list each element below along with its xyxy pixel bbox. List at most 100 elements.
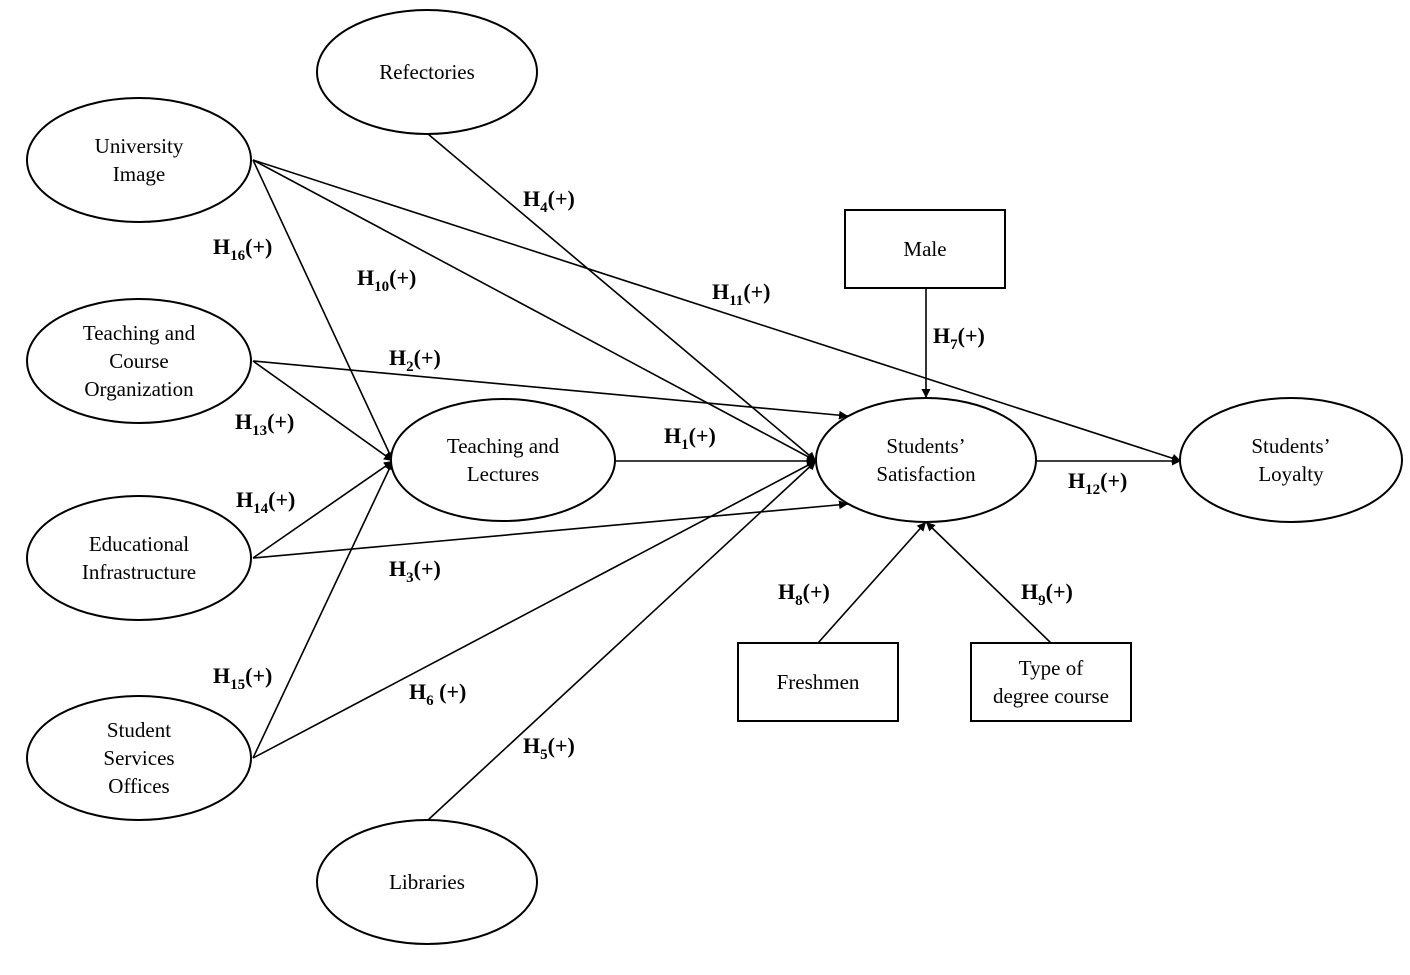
edge-label-h8: H8(+) bbox=[778, 579, 830, 609]
node-freshmen: Freshmen bbox=[737, 642, 899, 722]
node-libraries: Libraries bbox=[316, 819, 538, 945]
edge-h4-arrow bbox=[427, 133, 817, 462]
node-refectories-label-line: Refectories bbox=[379, 60, 475, 84]
hypothesis-letter: H bbox=[357, 265, 374, 290]
hypothesis-letter: H bbox=[389, 345, 406, 370]
edge-h14-arrow bbox=[252, 460, 394, 559]
node-teach-lect-ellipse bbox=[390, 398, 616, 522]
node-satisfaction: Students’ Satisfaction bbox=[815, 397, 1037, 523]
node-edu-infra-label-line: Educational bbox=[89, 532, 189, 556]
edge-label-h2: H2(+) bbox=[389, 345, 441, 375]
hypothesis-sign: (+) bbox=[689, 423, 716, 448]
hypothesis-number: 7 bbox=[950, 337, 958, 353]
hypothesis-number: 9 bbox=[1038, 593, 1046, 609]
hypothesis-number: 10 bbox=[374, 279, 389, 295]
edge-label-h6: H6 (+) bbox=[409, 679, 466, 709]
edge-h6-arrow bbox=[252, 460, 817, 759]
edge-label-h9: H9(+) bbox=[1021, 579, 1073, 609]
edge-label-h7: H7(+) bbox=[933, 323, 985, 353]
edge-h16-arrow bbox=[252, 159, 394, 462]
node-student-serv-ellipse bbox=[26, 695, 252, 821]
node-loyalty-ellipse bbox=[1179, 397, 1403, 523]
hypothesis-sign: (+) bbox=[245, 663, 272, 688]
edge-h9-arrow bbox=[925, 521, 1052, 644]
hypothesis-sign: (+) bbox=[803, 579, 830, 604]
node-teach-course-label-line: Teaching and bbox=[83, 321, 196, 345]
hypothesis-letter: H bbox=[389, 556, 406, 581]
hypothesis-number: 2 bbox=[406, 359, 414, 375]
node-teach-course-label-line: Organization bbox=[84, 377, 194, 401]
edge-label-h4: H4(+) bbox=[523, 186, 575, 216]
node-libraries-label-line: Libraries bbox=[389, 870, 465, 894]
edge-label-h15: H15(+) bbox=[213, 663, 272, 693]
node-refectories-ellipse bbox=[316, 9, 538, 135]
hypothesis-sign: (+) bbox=[434, 679, 467, 704]
node-male-box bbox=[844, 209, 1006, 289]
hypothesis-letter: H bbox=[235, 409, 252, 434]
hypothesis-sign: (+) bbox=[548, 733, 575, 758]
node-univ-image-label-line: University bbox=[95, 134, 184, 158]
hypothesis-letter: H bbox=[1021, 579, 1038, 604]
hypothesis-number: 11 bbox=[729, 293, 743, 309]
edge-h5-arrow bbox=[427, 460, 817, 821]
node-loyalty: Students’ Loyalty bbox=[1179, 397, 1403, 523]
node-teach-lect-label-line: Teaching and bbox=[447, 434, 560, 458]
hypothesis-number: 16 bbox=[230, 248, 246, 264]
node-freshmen-label-line: Freshmen bbox=[777, 670, 860, 694]
node-student-serv-label-line: Student bbox=[107, 718, 171, 742]
node-edu-infra-label-line: Infrastructure bbox=[82, 560, 196, 584]
edge-label-h13: H13(+) bbox=[235, 409, 294, 439]
node-univ-image-ellipse bbox=[26, 97, 252, 223]
hypothesis-letter: H bbox=[236, 487, 253, 512]
node-teach-lect-label-line: Lectures bbox=[467, 462, 539, 486]
node-univ-image-label-line: Image bbox=[113, 162, 165, 186]
hypothesis-letter: H bbox=[523, 186, 540, 211]
edge-h8-arrow bbox=[817, 521, 927, 644]
hypothesis-number: 4 bbox=[540, 200, 548, 216]
node-degree-type-label-line: Type of bbox=[1019, 656, 1083, 680]
hypothesis-number: 15 bbox=[230, 677, 245, 693]
node-degree-type: Type of degree course bbox=[970, 642, 1132, 722]
labels-layer: H1(+)H2(+)H3(+)H4(+)H5(+)H6 (+)H7(+)H8(+… bbox=[213, 186, 1127, 763]
edge-h10-arrow bbox=[252, 159, 817, 462]
edge-label-h1: H1(+) bbox=[664, 423, 716, 453]
node-satisfaction-label-line: Students’ bbox=[886, 434, 965, 458]
hypothesis-letter: H bbox=[664, 423, 681, 448]
edge-h15-arrow bbox=[252, 460, 394, 759]
edge-label-h16: H16(+) bbox=[213, 234, 272, 264]
node-satisfaction-label-line: Satisfaction bbox=[876, 462, 976, 486]
hypothesis-number: 14 bbox=[253, 501, 269, 517]
node-degree-type-box bbox=[970, 642, 1132, 722]
hypothesis-sign: (+) bbox=[958, 323, 985, 348]
node-loyalty-label-line: Loyalty bbox=[1258, 462, 1324, 486]
hypothesis-letter: H bbox=[523, 733, 540, 758]
node-degree-type-label-line: degree course bbox=[993, 684, 1109, 708]
edge-h11-arrow bbox=[252, 159, 1182, 463]
node-student-serv-label-line: Offices bbox=[108, 774, 169, 798]
hypothesis-letter: H bbox=[1068, 468, 1085, 493]
hypothesis-number: 8 bbox=[795, 593, 803, 609]
hypothesis-letter: H bbox=[712, 279, 729, 304]
hypothesis-letter: H bbox=[409, 679, 426, 704]
edge-label-h3: H3(+) bbox=[389, 556, 441, 586]
hypothesis-sign: (+) bbox=[389, 265, 416, 290]
node-loyalty-label-line: Students’ bbox=[1251, 434, 1330, 458]
node-male-label-line: Male bbox=[903, 237, 946, 261]
hypothesis-sign: (+) bbox=[414, 345, 441, 370]
edge-label-h10: H10(+) bbox=[357, 265, 416, 295]
hypothesis-sign: (+) bbox=[548, 186, 575, 211]
edge-label-h11: H11(+) bbox=[712, 279, 771, 309]
node-teach-course-ellipse bbox=[26, 298, 252, 424]
hypothesis-letter: H bbox=[213, 234, 230, 259]
node-refectories: Refectories bbox=[316, 9, 538, 135]
hypothesis-number: 1 bbox=[681, 437, 689, 453]
hypothesis-number: 12 bbox=[1085, 482, 1100, 498]
hypothesis-sign: (+) bbox=[1100, 468, 1127, 493]
